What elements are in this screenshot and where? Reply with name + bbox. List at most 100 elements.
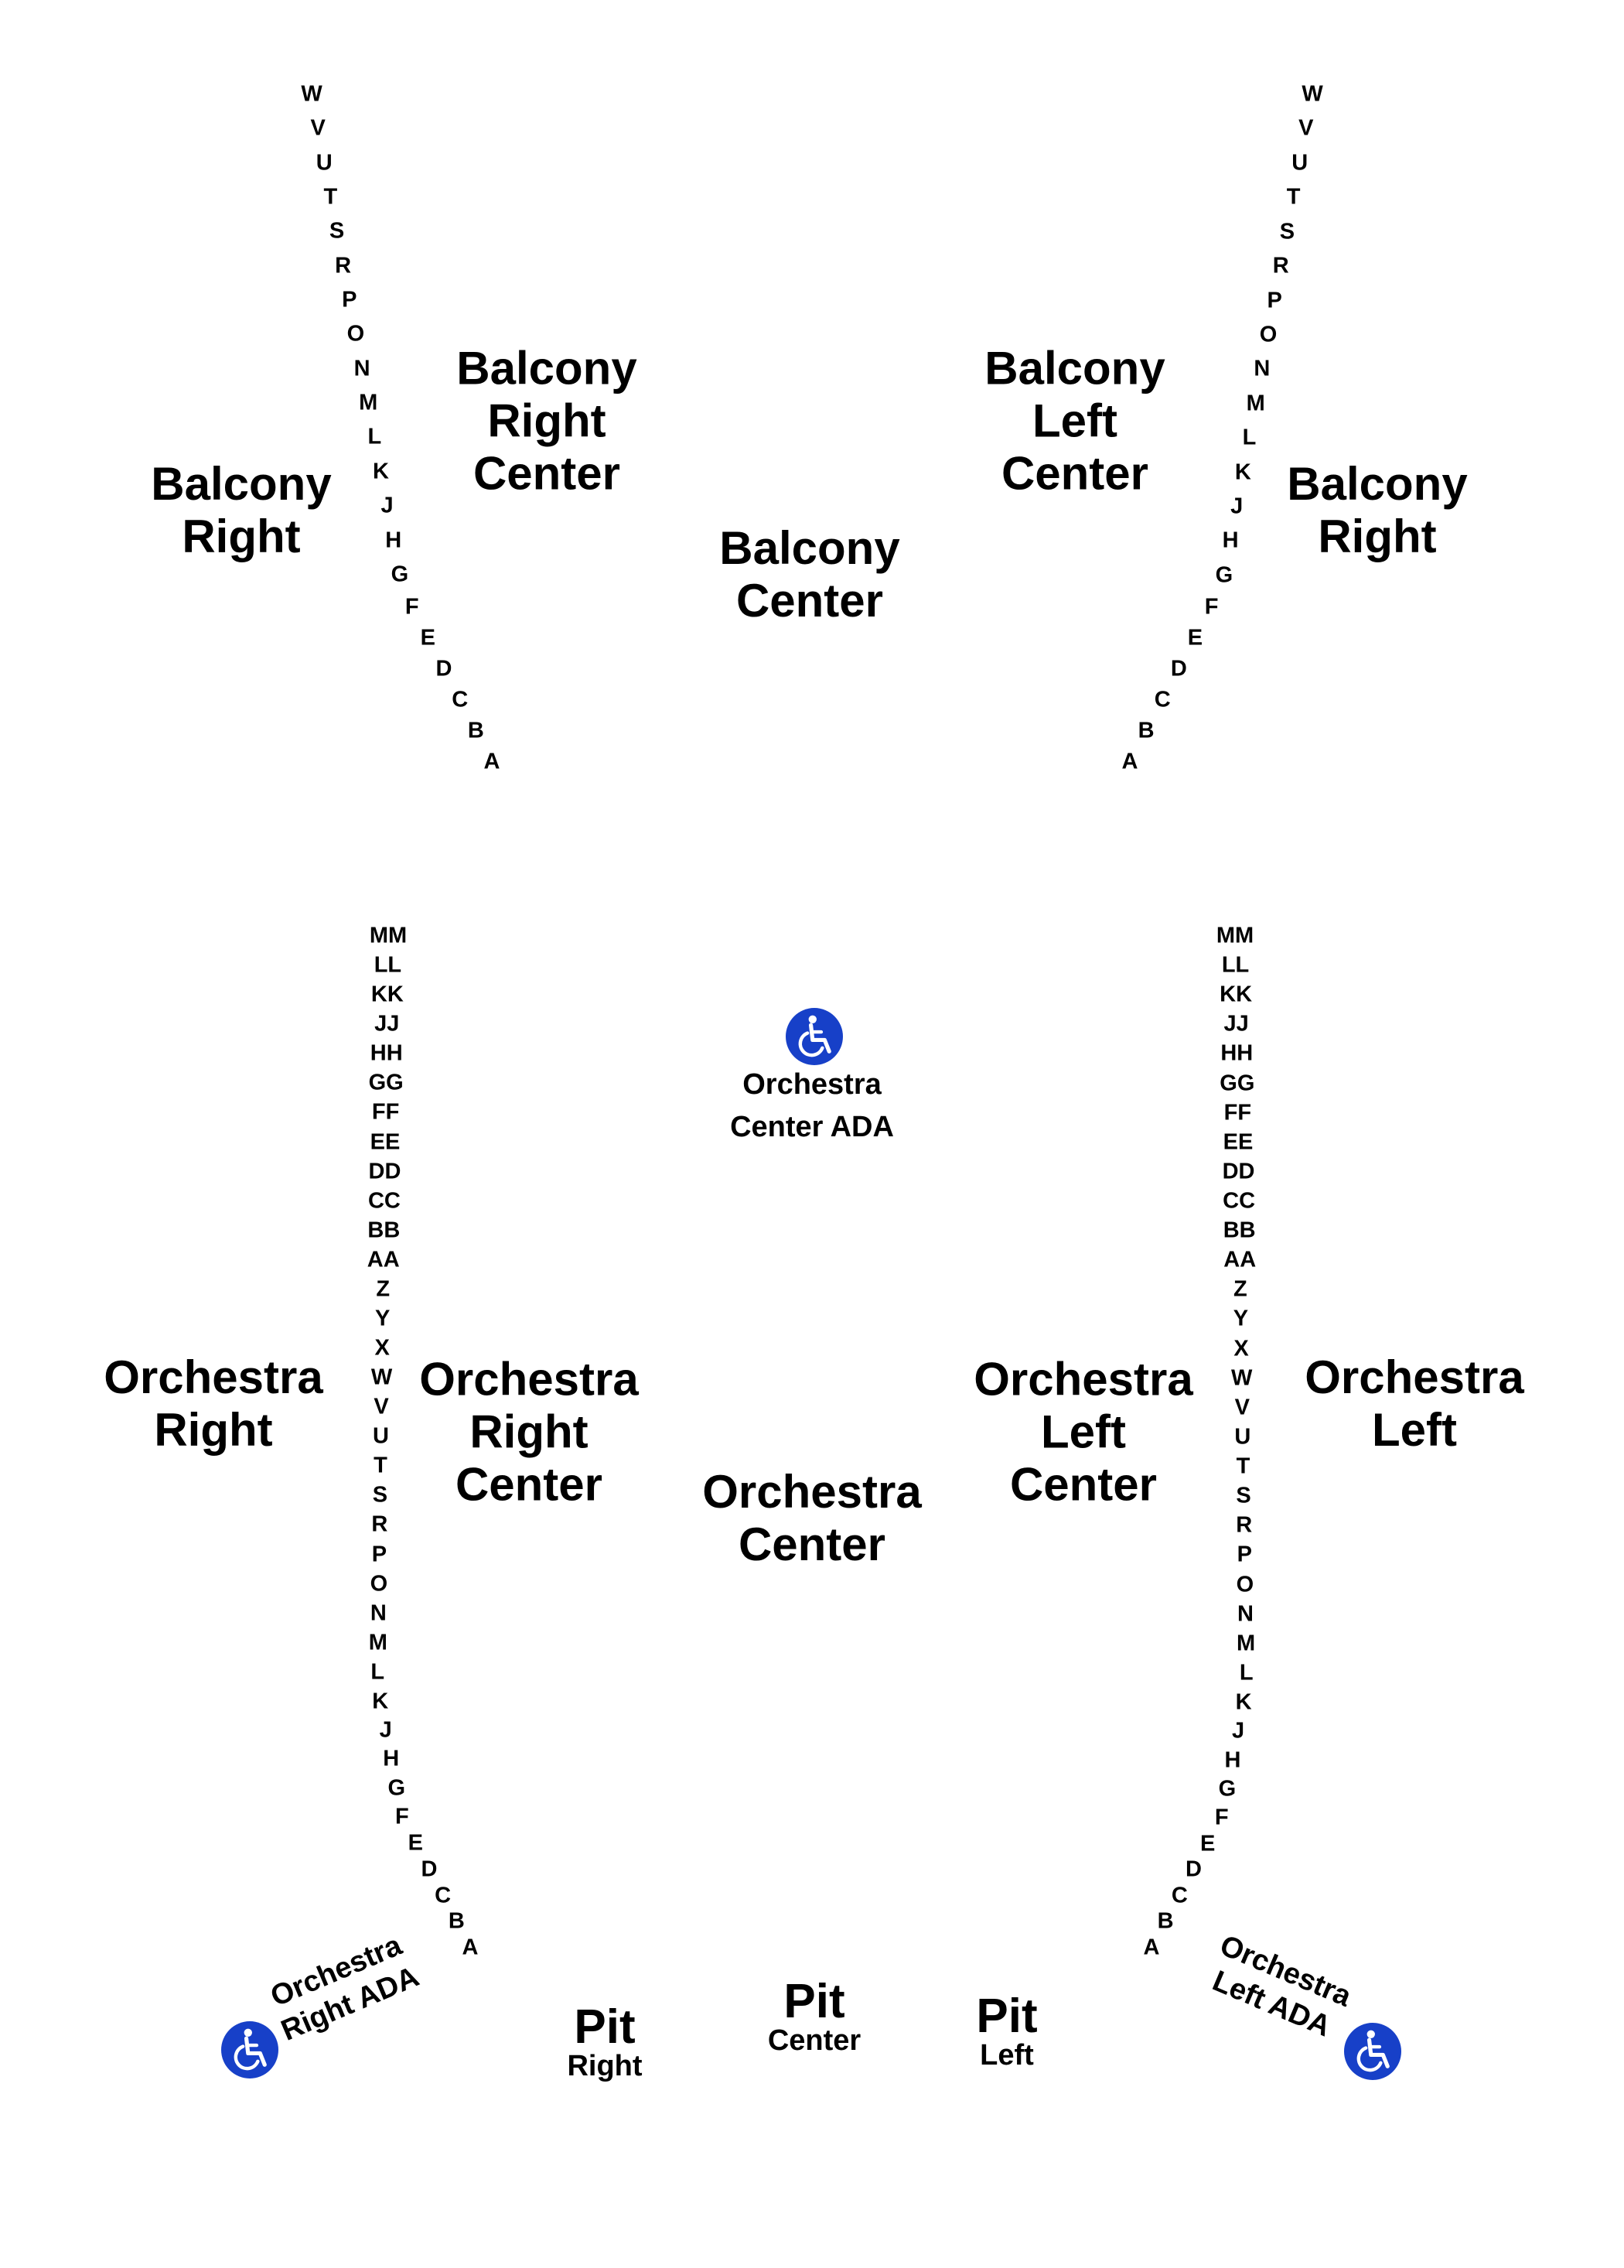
row-label: MM bbox=[1216, 923, 1254, 948]
row-label: AA bbox=[367, 1247, 400, 1272]
row-label: G bbox=[1218, 1776, 1237, 1802]
row-label: G bbox=[391, 562, 409, 587]
section-orchestra-right[interactable]: Orchestra Right bbox=[104, 1351, 322, 1457]
section-balcony-center[interactable]: Balcony Center bbox=[719, 522, 899, 627]
row-label: E bbox=[408, 1830, 423, 1856]
row-label: J bbox=[380, 493, 394, 518]
row-label: C bbox=[1171, 1883, 1188, 1908]
row-label: AA bbox=[1223, 1247, 1257, 1272]
row-label: P bbox=[342, 287, 357, 313]
row-label: N bbox=[1254, 356, 1271, 381]
row-label: BB bbox=[1223, 1218, 1256, 1243]
section-label-line: Orchestra bbox=[974, 1353, 1193, 1406]
section-orchestra-center[interactable]: Orchestra Center bbox=[702, 1466, 921, 1571]
section-label-line: Right bbox=[154, 1404, 273, 1456]
row-label: S bbox=[1236, 1483, 1251, 1508]
row-label: O bbox=[370, 1571, 388, 1597]
row-label: M bbox=[1246, 391, 1265, 416]
wheelchair-icon[interactable] bbox=[786, 1008, 843, 1065]
row-label: D bbox=[435, 656, 452, 681]
row-label: V bbox=[374, 1394, 389, 1419]
section-orchestra-center-ada[interactable]: Orchestra Center ADA bbox=[730, 1064, 894, 1149]
ada-label-line: Orchestra bbox=[742, 1067, 882, 1101]
section-orchestra-right-center[interactable]: Orchestra Right Center bbox=[419, 1353, 638, 1510]
row-label: EE bbox=[370, 1129, 401, 1155]
row-label: R bbox=[1236, 1512, 1253, 1538]
row-label: X bbox=[374, 1335, 390, 1361]
section-label-line: Balcony bbox=[456, 342, 637, 395]
section-label-line: Balcony bbox=[984, 342, 1165, 395]
section-label-line: Right bbox=[1318, 511, 1437, 562]
section-orchestra-left-ada[interactable]: Orchestra Left ADA bbox=[1201, 1928, 1356, 2048]
row-label: P bbox=[1267, 288, 1282, 313]
row-label: KK bbox=[370, 982, 404, 1007]
section-label-line: Right bbox=[469, 1406, 589, 1458]
row-label: M bbox=[1237, 1631, 1256, 1656]
section-orchestra-right-ada[interactable]: Orchestra Right ADA bbox=[262, 1927, 424, 2049]
row-label: E bbox=[420, 625, 436, 651]
row-label: GG bbox=[368, 1070, 404, 1095]
row-label: FF bbox=[1223, 1100, 1252, 1125]
row-label: R bbox=[335, 253, 352, 278]
row-label: F bbox=[1204, 594, 1219, 620]
row-label: B bbox=[1157, 1908, 1174, 1934]
row-label: T bbox=[1236, 1453, 1250, 1479]
section-label-line: Balcony bbox=[1287, 458, 1468, 511]
row-label: H bbox=[1222, 528, 1239, 553]
section-pit-center[interactable]: Pit Center bbox=[767, 1978, 861, 2057]
row-label: G bbox=[1215, 562, 1233, 588]
section-orchestra-left[interactable]: Orchestra Left bbox=[1305, 1351, 1523, 1457]
row-label: F bbox=[395, 1804, 409, 1829]
row-label: LL bbox=[1221, 952, 1250, 978]
row-label: U bbox=[316, 150, 333, 176]
row-label: L bbox=[367, 424, 382, 449]
row-label: L bbox=[370, 1659, 385, 1685]
row-label: F bbox=[1214, 1805, 1229, 1830]
pit-sublabel: Left bbox=[980, 2039, 1034, 2072]
row-label: JJ bbox=[374, 1011, 400, 1037]
wheelchair-icon[interactable] bbox=[1344, 2023, 1401, 2080]
section-balcony-right-east[interactable]: Balcony Right bbox=[1287, 458, 1467, 563]
section-label-line: Center bbox=[735, 575, 884, 627]
row-label: W bbox=[1302, 81, 1323, 107]
row-label: K bbox=[372, 459, 389, 484]
row-label: T bbox=[323, 184, 338, 210]
row-label: N bbox=[1237, 1601, 1254, 1627]
section-label-line: Center bbox=[738, 1518, 886, 1570]
row-label: C bbox=[435, 1883, 452, 1908]
row-label: F bbox=[404, 594, 419, 620]
section-balcony-left-center[interactable]: Balcony Left Center bbox=[984, 342, 1165, 499]
row-label: B bbox=[467, 718, 484, 743]
row-label: EE bbox=[1223, 1129, 1254, 1155]
row-label: H bbox=[1224, 1747, 1241, 1773]
row-label: G bbox=[387, 1775, 406, 1801]
row-label: CC bbox=[367, 1188, 401, 1214]
section-label-line: Center bbox=[473, 446, 621, 499]
row-label: FF bbox=[371, 1099, 400, 1125]
section-label-line: Balcony bbox=[719, 522, 900, 575]
row-label: C bbox=[1154, 687, 1171, 712]
row-label: GG bbox=[1220, 1071, 1255, 1096]
row-label: S bbox=[329, 218, 345, 244]
pit-sublabel: Center bbox=[767, 2024, 861, 2057]
row-label: BB bbox=[367, 1218, 401, 1243]
row-label: N bbox=[353, 356, 370, 381]
row-label: O bbox=[1259, 322, 1278, 347]
pit-label: Pit bbox=[976, 1990, 1038, 2043]
section-pit-left[interactable]: Pit Left bbox=[976, 1990, 1038, 2072]
section-label-line: Orchestra bbox=[702, 1466, 922, 1518]
row-label: R bbox=[371, 1511, 388, 1537]
row-label: N bbox=[370, 1600, 387, 1626]
section-balcony-right-west[interactable]: Balcony Right bbox=[151, 458, 331, 563]
pit-label: Pit bbox=[574, 2000, 636, 2054]
section-pit-right[interactable]: Pit Right bbox=[567, 2000, 642, 2082]
row-label: J bbox=[1230, 494, 1244, 519]
row-label: U bbox=[1291, 150, 1308, 176]
wheelchair-icon[interactable] bbox=[221, 2021, 278, 2078]
ada-label-line: Center ADA bbox=[730, 1111, 894, 1143]
row-label: S bbox=[372, 1482, 388, 1508]
section-orchestra-left-center[interactable]: Orchestra Left Center bbox=[974, 1353, 1192, 1510]
section-balcony-right-center[interactable]: Balcony Right Center bbox=[456, 342, 636, 499]
row-label: LL bbox=[374, 952, 402, 978]
row-label: C bbox=[452, 687, 469, 712]
